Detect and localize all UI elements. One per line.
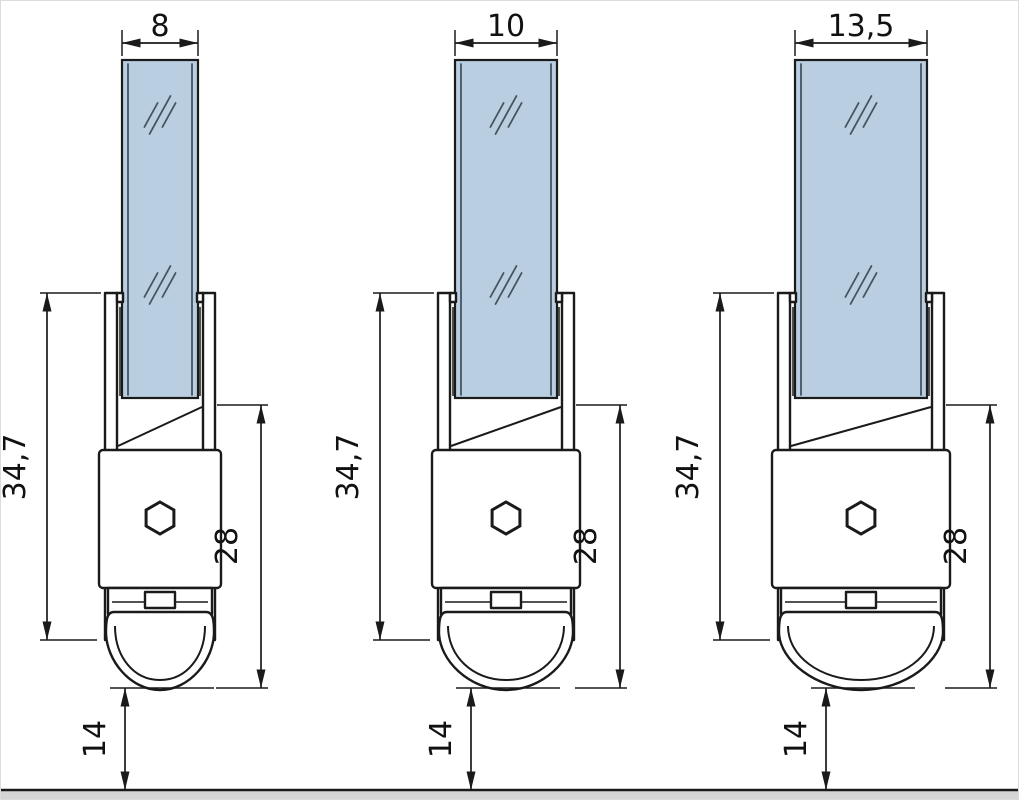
seal-bulb	[104, 610, 216, 692]
clamp-lip-right	[195, 291, 205, 304]
seal-bulb-inner-line	[787, 625, 935, 682]
glass-glint	[862, 102, 878, 128]
glass-glint	[844, 272, 860, 298]
glass-panel	[120, 58, 200, 400]
clamp-wedge-line	[790, 406, 932, 447]
overall-height-label: 34,7	[331, 434, 366, 501]
glass-glint	[494, 95, 518, 135]
glass-width-label: 13,5	[828, 9, 895, 44]
clamp-wedge-line	[117, 406, 203, 447]
glass-glint	[849, 95, 873, 135]
hex-screw	[845, 500, 877, 536]
glass-glint	[143, 272, 159, 298]
seal-height-label: 14	[424, 720, 459, 758]
glass-glint	[148, 95, 172, 135]
seal-bulb	[777, 610, 945, 692]
glass-glint	[507, 272, 523, 298]
body-height-label: 28	[210, 527, 245, 565]
glass-glint	[148, 265, 172, 305]
seal-carrier-slot	[489, 590, 523, 610]
glass-width-label: 8	[150, 9, 169, 44]
seal-bulb	[437, 610, 575, 692]
glass-glint	[862, 272, 878, 298]
seal-height-label: 14	[779, 720, 814, 758]
seal-height-label: 14	[78, 720, 113, 758]
glass-glint	[844, 102, 860, 128]
glass-glint	[489, 102, 505, 128]
clamp-profile-1: 8 34,7 28 14	[0, 9, 268, 790]
seal-bulb-inner-line	[447, 625, 565, 682]
clamp-lip-left	[788, 291, 798, 304]
overall-height-label: 34,7	[671, 434, 706, 501]
glass-panel	[453, 58, 559, 400]
body-height-label: 28	[939, 527, 974, 565]
glass-glint	[849, 265, 873, 305]
glass-glint	[489, 272, 505, 298]
clamp-lip-left	[448, 291, 458, 304]
seal-bulb-inner-line	[114, 625, 206, 682]
seal-carrier-slot	[143, 590, 177, 610]
clamp-lip-right	[924, 291, 934, 304]
glass-panel	[793, 58, 929, 400]
hex-screw	[144, 500, 176, 536]
clamp-wedge-line	[450, 406, 562, 447]
clamp-profile-3: 13,5 34,7 28 14	[671, 9, 997, 790]
body-height-label: 28	[569, 527, 604, 565]
glass-glint	[143, 102, 159, 128]
glass-width-label: 10	[487, 9, 525, 44]
clamp-profile-2: 10 34,7 28 14	[331, 9, 627, 790]
glass-glint	[494, 265, 518, 305]
clamp-lip-right	[554, 291, 564, 304]
ground-strip	[0, 791, 1019, 800]
overall-height-label: 34,7	[0, 434, 33, 501]
seal-carrier-slot	[844, 590, 878, 610]
hex-screw	[490, 500, 522, 536]
clamp-lip-left	[115, 291, 125, 304]
glass-glint	[161, 102, 177, 128]
glass-glint	[507, 102, 523, 128]
glass-glint	[161, 272, 177, 298]
